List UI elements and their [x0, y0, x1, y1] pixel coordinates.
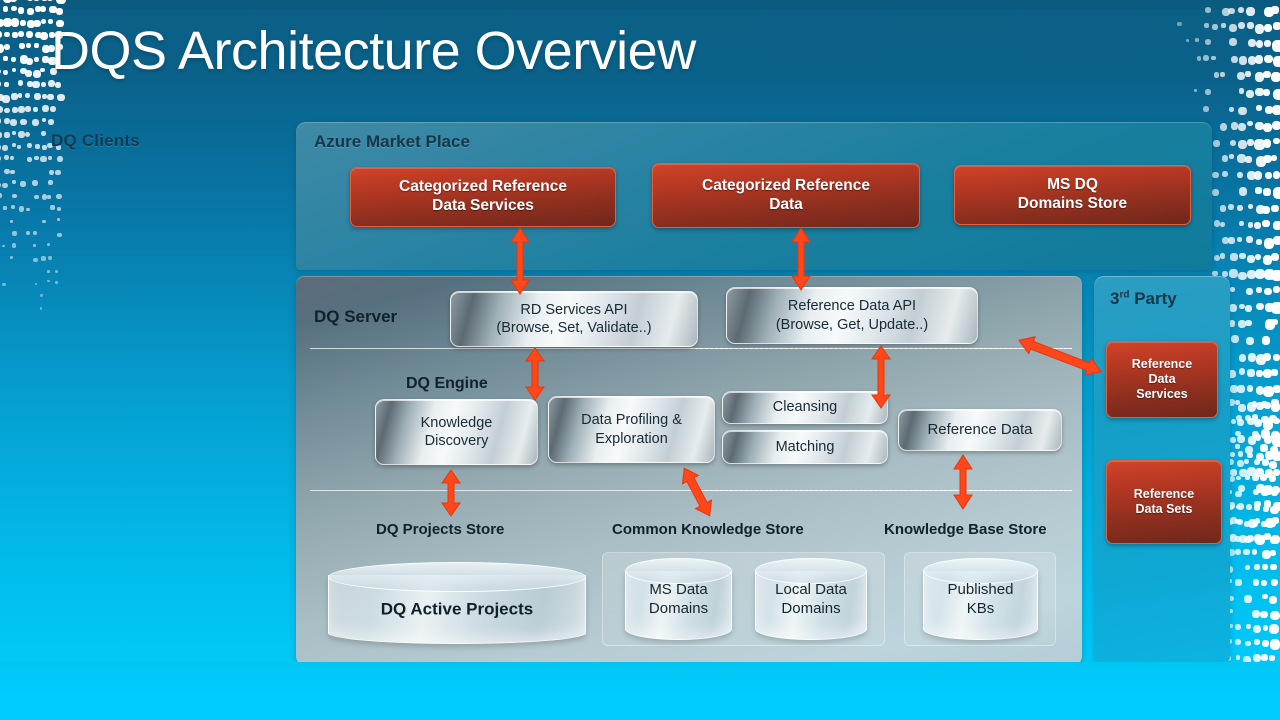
- dq-projects-store-label: DQ Projects Store: [376, 521, 504, 538]
- categorized-reference-data-box[interactable]: Categorized Reference Data: [652, 163, 920, 228]
- arrow-engine-to-common-knowledge-store: [668, 462, 726, 522]
- reference-data-label: Reference Data: [927, 421, 1032, 440]
- matching-box[interactable]: Matching: [722, 430, 888, 464]
- third-party-title: 3rd Party: [1110, 289, 1177, 309]
- cylinder-top: [755, 558, 867, 584]
- reference-data-services-label: Reference Data Services: [1132, 357, 1192, 403]
- rd-services-api-label: RD Services API (Browse, Set, Validate..…: [496, 301, 651, 337]
- local-data-domains-label: Local Data Domains: [755, 581, 867, 619]
- arrow-reference-api-to-reference-data: [870, 346, 892, 408]
- top-band: [0, 0, 1280, 10]
- dq-server-title: DQ Server: [314, 307, 397, 327]
- arrow-engine-to-dq-projects-store: [440, 470, 462, 516]
- published-kbs-label: Published KBs: [923, 581, 1038, 619]
- data-profiling-exploration-label: Data Profiling & Exploration: [581, 411, 682, 447]
- arrow-market-to-rd-api: [509, 228, 531, 294]
- page-title: DQS Architecture Overview: [51, 20, 696, 82]
- cylinder-top: [923, 558, 1038, 584]
- bottom-strip: [0, 662, 1280, 720]
- categorized-reference-data-label: Categorized Reference Data: [702, 177, 870, 215]
- dq-engine-label: DQ Engine: [406, 375, 488, 393]
- rd-services-api-box[interactable]: RD Services API (Browse, Set, Validate..…: [450, 291, 698, 347]
- categorized-reference-data-services-box[interactable]: Categorized Reference Data Services: [350, 167, 616, 227]
- knowledge-discovery-label: Knowledge Discovery: [421, 414, 493, 450]
- knowledge-discovery-box[interactable]: Knowledge Discovery: [375, 399, 538, 465]
- dq-active-projects-cylinder[interactable]: DQ Active Projects: [328, 562, 586, 644]
- data-profiling-exploration-box[interactable]: Data Profiling & Exploration: [548, 396, 715, 463]
- arrow-rd-api-to-engine: [524, 348, 546, 400]
- reference-data-box[interactable]: Reference Data: [898, 409, 1062, 451]
- categorized-reference-data-services-label: Categorized Reference Data Services: [399, 178, 567, 216]
- cleansing-label: Cleansing: [773, 398, 838, 416]
- reference-data-api-label: Reference Data API (Browse, Get, Update.…: [776, 297, 928, 333]
- common-knowledge-store-label: Common Knowledge Store: [612, 521, 804, 538]
- dq-clients-label: DQ Clients: [51, 131, 140, 151]
- reference-data-api-box[interactable]: Reference Data API (Browse, Get, Update.…: [726, 287, 978, 344]
- azure-market-place-title: Azure Market Place: [314, 132, 470, 152]
- dq-active-projects-label: DQ Active Projects: [328, 598, 586, 619]
- cylinder-top: [328, 562, 586, 592]
- arrow-market-to-reference-api: [790, 228, 812, 290]
- local-data-domains-cylinder[interactable]: Local Data Domains: [755, 558, 867, 640]
- reference-data-services-box[interactable]: Reference Data Services: [1106, 341, 1218, 418]
- ms-data-domains-cylinder[interactable]: MS Data Domains: [625, 558, 732, 640]
- arrow-reference-data-to-kb-store: [952, 455, 974, 509]
- ms-dq-domains-store-box[interactable]: MS DQ Domains Store: [954, 165, 1191, 225]
- arrow-api-to-third-party: [1012, 330, 1108, 382]
- published-kbs-cylinder[interactable]: Published KBs: [923, 558, 1038, 640]
- knowledge-base-store-label: Knowledge Base Store: [884, 521, 1047, 538]
- ms-data-domains-label: MS Data Domains: [625, 581, 732, 619]
- divider-api-engine: [310, 348, 1070, 349]
- cleansing-box[interactable]: Cleansing: [722, 391, 888, 424]
- ms-dq-domains-store-label: MS DQ Domains Store: [1018, 176, 1127, 214]
- matching-label: Matching: [776, 438, 835, 456]
- reference-data-sets-box[interactable]: Reference Data Sets: [1106, 460, 1222, 544]
- cylinder-top: [625, 558, 732, 584]
- reference-data-sets-label: Reference Data Sets: [1134, 487, 1194, 518]
